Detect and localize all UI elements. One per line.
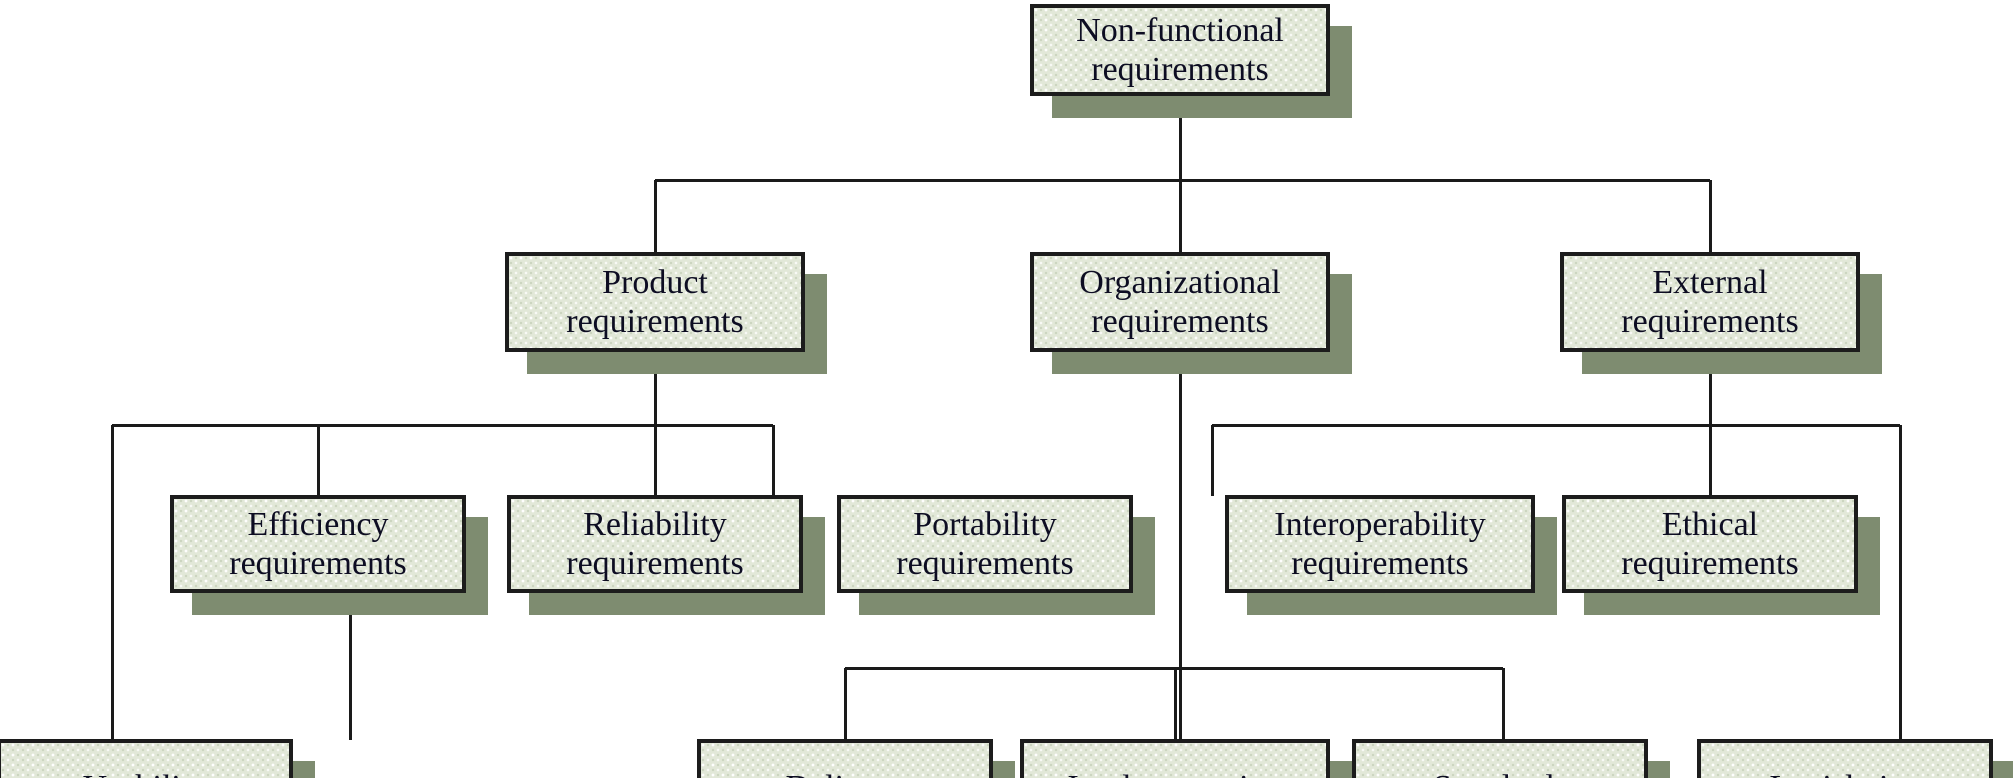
node-label-secondary: requirements <box>1091 303 1269 340</box>
node-label-primary: Interoperability <box>1274 505 1486 543</box>
node-label-primary: Organizational <box>1079 263 1281 301</box>
node-label-secondary: requirements <box>1291 545 1469 582</box>
edge-drop-organizational <box>1178 180 1182 254</box>
node-label-primary: Standards <box>1433 768 1567 778</box>
edge-drop-reliability <box>653 425 657 496</box>
node-label-primary: Implementation <box>1067 768 1282 778</box>
edge-drop-ethical <box>1708 425 1712 496</box>
node-label-primary: Non-functional <box>1076 11 1284 49</box>
edge-drop-delivery <box>843 668 847 740</box>
node-label-secondary: requirements <box>1621 545 1799 582</box>
node-label-primary: Portability <box>913 505 1057 543</box>
node-label-secondary: requirements <box>229 545 407 582</box>
edge-root-stem <box>1178 96 1182 182</box>
node-label-primary: Ethical <box>1661 505 1759 543</box>
node-label-secondary: requirements <box>1091 51 1269 88</box>
edge-drop-product <box>653 180 657 254</box>
node-label-primary: Usability <box>83 768 208 778</box>
edge-external-bus <box>1212 423 1900 427</box>
edge-efficiency-stem <box>348 592 352 740</box>
node-label-primary: Product <box>602 263 708 301</box>
node-label-primary: Reliability <box>583 505 727 543</box>
edge-organizational-stem <box>1178 350 1182 740</box>
edge-drop-efficiency <box>316 425 320 496</box>
edge-drop-right-spur <box>1898 425 1902 740</box>
node-legislative[interactable]: Legislative <box>1697 739 1993 778</box>
node-label-primary: Legislative <box>1769 768 1920 778</box>
edge-product-stem <box>653 350 657 427</box>
node-implementation[interactable]: Implementation <box>1020 739 1330 778</box>
edge-product-bus <box>112 423 773 427</box>
edge-drop-standards <box>1501 668 1505 740</box>
edge-drop-external <box>1708 180 1712 254</box>
edge-level2-bus <box>655 178 1710 182</box>
node-label-secondary: requirements <box>566 545 744 582</box>
node-label-primary: External <box>1652 263 1768 301</box>
node-label-secondary: requirements <box>896 545 1074 582</box>
node-label-primary: Delivery <box>786 768 905 778</box>
edge-drop-left-spur <box>110 425 114 740</box>
node-label-secondary: requirements <box>566 303 744 340</box>
node-delivery[interactable]: Delivery <box>697 739 993 778</box>
node-usability[interactable]: Usability <box>0 739 293 778</box>
node-standards[interactable]: Standards <box>1352 739 1648 778</box>
node-label-primary: Efficiency <box>247 505 389 543</box>
edge-drop-portability <box>771 425 775 496</box>
edge-external-stem <box>1708 350 1712 427</box>
edge-drop-interoperability <box>1210 425 1214 496</box>
node-label-secondary: requirements <box>1621 303 1799 340</box>
edge-drop-implementation <box>1173 668 1177 740</box>
